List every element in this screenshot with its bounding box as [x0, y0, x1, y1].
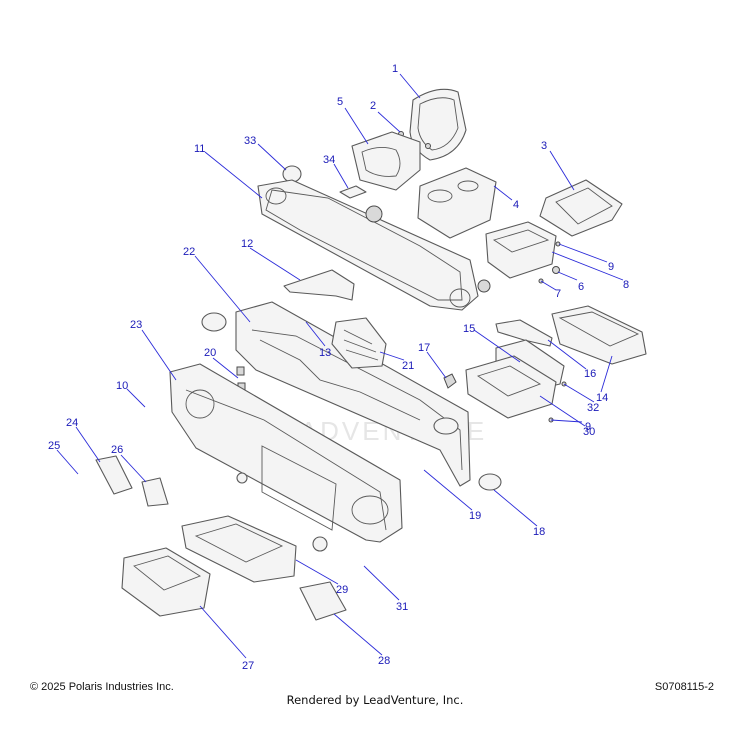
callout-12: 12	[241, 238, 253, 250]
part-knob-lower	[312, 536, 328, 552]
part-center-console	[417, 167, 497, 239]
part-cluster-housing	[351, 131, 421, 191]
callout-4: 4	[513, 199, 519, 211]
callout-13: 13	[319, 347, 331, 359]
callout-15: 15	[463, 323, 475, 335]
callout-17: 17	[418, 342, 430, 354]
callout-21: 21	[402, 360, 414, 372]
callout-5: 5	[337, 96, 343, 108]
callout-20: 20	[204, 347, 216, 359]
callout-18: 18	[533, 526, 545, 538]
callout-31: 31	[396, 601, 408, 613]
part-screw-5	[425, 143, 431, 149]
callout-numbers: 1 2 3 4 5 6 7 8 9 9 10 11 12 13 14 15 16…	[48, 63, 629, 672]
callout-16: 16	[584, 368, 596, 380]
callout-22: 22	[183, 246, 195, 258]
part-grille-left	[95, 455, 133, 495]
callout-23: 23	[130, 319, 142, 331]
callout-2: 2	[370, 100, 376, 112]
part-cup-holder-rear	[433, 417, 459, 435]
callout-3: 3	[541, 140, 547, 152]
part-grommet-6	[552, 266, 560, 274]
callout-27: 27	[242, 660, 254, 672]
part-pad	[339, 185, 367, 199]
rendered-by-credit: Rendered by LeadVenture, Inc.	[286, 693, 464, 707]
part-latch	[443, 373, 457, 389]
part-bracket	[283, 269, 355, 301]
callout-26: 26	[111, 444, 123, 456]
callout-30: 30	[583, 426, 595, 438]
part-knob-mid	[236, 472, 248, 484]
callout-28: 28	[378, 655, 390, 667]
callout-8: 8	[623, 279, 629, 291]
callout-9a: 9	[608, 261, 614, 273]
copyright-notice: © 2025 Polaris Industries Inc.	[30, 681, 174, 693]
callout-7: 7	[555, 288, 561, 300]
callout-11: 11	[194, 143, 205, 155]
callout-25: 25	[48, 440, 60, 452]
part-lower-tray	[121, 547, 211, 617]
callout-19: 19	[469, 510, 481, 522]
callout-6: 6	[578, 281, 584, 293]
callout-1: 1	[392, 63, 398, 75]
part-cup-holder-right	[478, 473, 502, 491]
part-clip-20a	[236, 366, 245, 376]
part-storage-lid	[539, 179, 623, 237]
callout-9b: 9	[585, 421, 591, 433]
leader-lines	[56, 73, 624, 659]
part-lower-dash	[169, 363, 403, 543]
callout-24: 24	[66, 417, 78, 429]
callout-14: 14	[596, 392, 608, 404]
part-grille-right	[299, 581, 347, 621]
part-bezel-small	[141, 477, 169, 507]
part-upper-dash	[257, 179, 491, 311]
part-switch-panel	[331, 317, 387, 369]
callout-33: 33	[244, 135, 256, 147]
drawing-number: S0708115-2	[654, 681, 714, 693]
part-cup-holder-left	[201, 312, 227, 332]
callout-34: 34	[323, 154, 335, 166]
part-storage-tray	[181, 515, 297, 583]
part-trim-bracket	[495, 319, 553, 347]
callout-29: 29	[336, 584, 348, 596]
part-storage-bin	[485, 221, 557, 279]
part-glovebox	[551, 305, 647, 365]
callout-10: 10	[116, 380, 128, 392]
callout-32: 32	[587, 402, 599, 414]
